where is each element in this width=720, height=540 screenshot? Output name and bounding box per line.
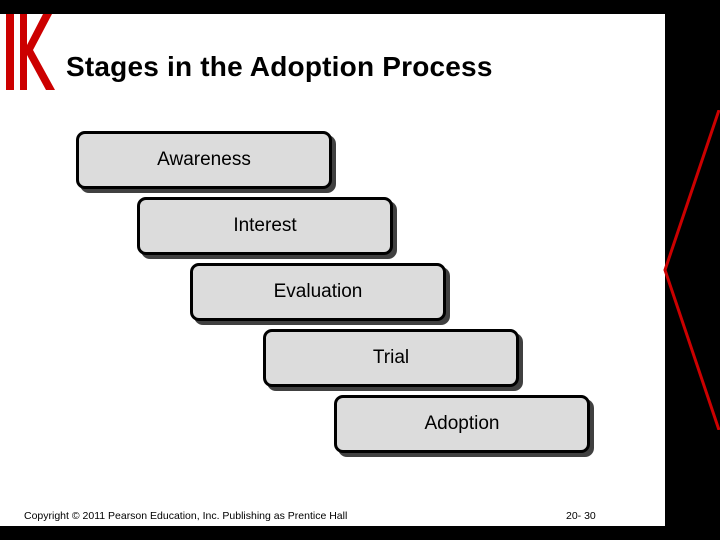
top-black-band [0, 0, 720, 14]
red-chevron-icon [662, 109, 720, 431]
stage-label: Interest [233, 215, 297, 236]
bottom-black-band [0, 526, 720, 540]
stage-box-awareness: Awareness [76, 131, 332, 189]
brand-k-logo-icon [0, 0, 58, 100]
stage-box-interest: Interest [137, 197, 393, 255]
page-title: Stages in the Adoption Process [66, 51, 493, 82]
stage-box-adoption: Adoption [334, 395, 590, 453]
footer-copyright: Copyright © 2011 Pearson Education, Inc.… [24, 510, 348, 522]
stage-label: Awareness [157, 149, 251, 170]
footer-page-number: 20- 30 [566, 510, 596, 522]
stage-label: Adoption [424, 413, 500, 434]
right-black-panel [665, 0, 720, 540]
stage-label: Evaluation [273, 281, 363, 302]
stage-box-evaluation: Evaluation [190, 263, 446, 321]
stage-box-trial: Trial [263, 329, 519, 387]
stage-label: Trial [372, 347, 410, 368]
